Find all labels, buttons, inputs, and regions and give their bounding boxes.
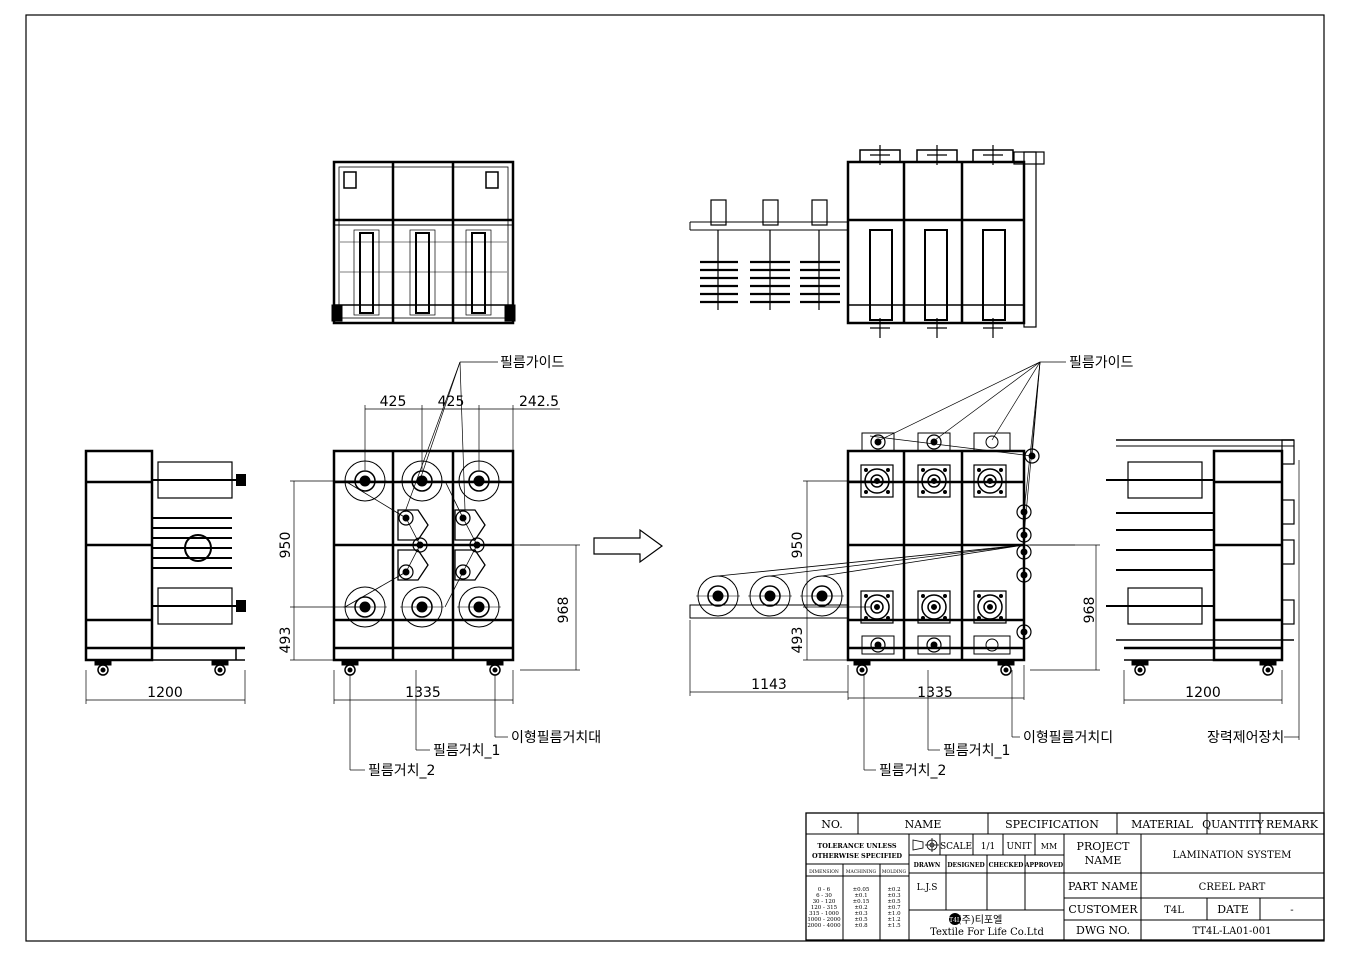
- dim-968-left: 968: [556, 597, 572, 624]
- tb-header-remark: REMARK: [1266, 818, 1319, 831]
- tb-tol-dim: 6 - 30: [816, 893, 832, 899]
- tb-header-quantity: QUANTITY: [1202, 818, 1265, 831]
- dim-1200-left: 1200: [147, 685, 183, 701]
- tb-tol-machining: ±0.3: [854, 911, 868, 917]
- tb-header-material: MATERIAL: [1131, 818, 1194, 831]
- tb-tol-molding: ±0.2: [887, 887, 900, 893]
- left-front-dimensions: [85, 405, 580, 704]
- tb-part-name-label: PART NAME: [1068, 880, 1138, 893]
- left-labels: 필름가이드 이형필름거치대 필름거치_1 필름거치_2: [368, 355, 601, 779]
- svg-text:T4L: T4L: [949, 917, 961, 924]
- tb-customer-value: T4L: [1164, 905, 1184, 916]
- top-left-plan-view: [331, 160, 516, 325]
- left-leaders: [349, 361, 508, 771]
- tb-drawn-label: DRAWN: [914, 862, 941, 869]
- dim-1335-right: 1335: [917, 685, 953, 701]
- label-film-holder-2-right: 필름거치_2: [879, 763, 946, 779]
- tb-date-value: -: [1290, 905, 1293, 916]
- tb-tol-machining: ±0.15: [853, 899, 870, 905]
- tb-tol-header-dimension: DIMENSION: [809, 869, 839, 875]
- tb-tol-machining: ±0.8: [854, 923, 868, 929]
- tb-drawn-value: L.J.S: [917, 883, 938, 893]
- dim-968-right: 968: [1082, 597, 1098, 624]
- left-front-dimension-text: 425 425 242.5 950 493 968 1200 1335: [147, 394, 572, 701]
- dim-950-right: 950: [790, 532, 806, 559]
- tb-scale-label: SCALE: [940, 842, 972, 852]
- right-labels: 필름가이드 이형필름거치디 필름거치_1 필름거치_2 장력제어장치: [879, 355, 1284, 779]
- dim-1143: 1143: [751, 677, 787, 693]
- dim-425-b: 425: [438, 394, 465, 410]
- label-film-guide-right: 필름가이드: [1069, 355, 1134, 371]
- tb-tol-molding: ±0.7: [887, 905, 901, 911]
- right-leaders: [863, 361, 1299, 771]
- tb-date-label: DATE: [1217, 903, 1249, 916]
- dim-425-a: 425: [380, 394, 407, 410]
- tb-header-name: NAME: [905, 818, 942, 831]
- tb-tol-molding: ±1.0: [887, 911, 901, 917]
- label-film-holder-1-left: 필름거치_1: [433, 743, 500, 759]
- top-right-plan-view: [689, 145, 1045, 338]
- dim-242-5: 242.5: [519, 394, 559, 410]
- sheet-border: [25, 14, 1325, 942]
- tb-tol-dim: 315 - 1000: [809, 911, 839, 917]
- tb-project-name: LAMINATION SYSTEM: [1173, 850, 1292, 861]
- tb-tol-molding: ±1.5: [887, 923, 901, 929]
- tb-tol-molding: ±1.2: [887, 917, 900, 923]
- tb-tol-machining: ±0.2: [854, 905, 867, 911]
- tb-dwg-no-label: DWG NO.: [1076, 924, 1130, 937]
- tb-tol-dim: 1000 - 2000: [807, 917, 841, 923]
- right-dimensions: [689, 480, 1283, 704]
- tb-header-specification: SPECIFICATION: [1005, 818, 1099, 831]
- tb-unit-label: UNIT: [1006, 842, 1031, 852]
- title-block: NO. NAME SPECIFICATION MATERIAL QUANTITY…: [805, 812, 1325, 941]
- tb-tol-header-molding: MOLDING: [882, 869, 907, 875]
- right-side-view: [1106, 439, 1300, 740]
- tb-company-english: Textile For Life Co.Ltd: [930, 927, 1044, 938]
- tb-tol-machining: ±0.5: [854, 917, 868, 923]
- tb-part-name: CREEL PART: [1199, 882, 1266, 893]
- tb-tolerance-title-2: OTHERWISE SPECIFIED: [812, 852, 902, 860]
- tb-project-name-label-2: NAME: [1085, 854, 1122, 867]
- transform-arrow: [593, 528, 664, 564]
- tb-tol-dim: 120 - 315: [811, 905, 838, 911]
- dim-493-left: 493: [278, 627, 294, 654]
- tb-tol-dim: 30 - 120: [813, 899, 836, 905]
- dim-493-right: 493: [790, 627, 806, 654]
- tb-dwg-no: TT4L-LA01-001: [1193, 926, 1272, 937]
- company-logo-icon: T4L: [949, 913, 961, 925]
- tb-checked-label: CHECKED: [989, 862, 1024, 869]
- dim-1335-left: 1335: [405, 685, 441, 701]
- left-side-view: [84, 449, 246, 676]
- label-tension-control: 장력제어장치: [1207, 730, 1284, 746]
- tb-tol-dim: 0 - 6: [818, 887, 831, 893]
- tb-unit-value: MM: [1041, 842, 1057, 851]
- tb-scale-value: 1/1: [981, 842, 995, 852]
- right-front-view: [689, 432, 1075, 676]
- tb-approved-label: APPROVED: [1024, 862, 1063, 869]
- label-film-holder-1-right: 필름거치_1: [943, 743, 1010, 759]
- tb-project-name-label-1: PROJECT: [1077, 840, 1131, 853]
- tb-header-no: NO.: [821, 818, 843, 831]
- label-special-film-holder-right: 이형필름거치디: [1023, 730, 1113, 746]
- tb-designed-label: DESIGNED: [947, 862, 984, 869]
- tb-tolerance-title-1: TOLERANCE UNLESS: [817, 842, 896, 850]
- tb-tol-machining: ±0.1: [854, 893, 867, 899]
- dim-1200-right: 1200: [1185, 685, 1221, 701]
- tb-tol-molding: ±0.3: [887, 893, 901, 899]
- label-film-holder-2-left: 필름거치_2: [368, 763, 435, 779]
- projection-symbol-icon: [912, 838, 939, 852]
- tb-customer-label: CUSTOMER: [1068, 903, 1138, 916]
- tb-tol-machining: ±0.05: [853, 887, 870, 893]
- tb-tol-header-machining: MACHINING: [846, 869, 877, 875]
- tb-company-korean: (주)티포엘: [958, 913, 1003, 926]
- tb-tol-dim: 2000 - 4000: [807, 923, 841, 929]
- dim-950-left: 950: [278, 532, 294, 559]
- label-film-guide-left: 필름가이드: [500, 355, 565, 371]
- label-special-film-holder-left: 이형필름거치대: [511, 730, 601, 746]
- right-dimension-text: 950 493 968 1143 1335 1200: [751, 532, 1221, 701]
- tb-tol-molding: ±0.5: [887, 899, 901, 905]
- left-front-view: [332, 449, 540, 676]
